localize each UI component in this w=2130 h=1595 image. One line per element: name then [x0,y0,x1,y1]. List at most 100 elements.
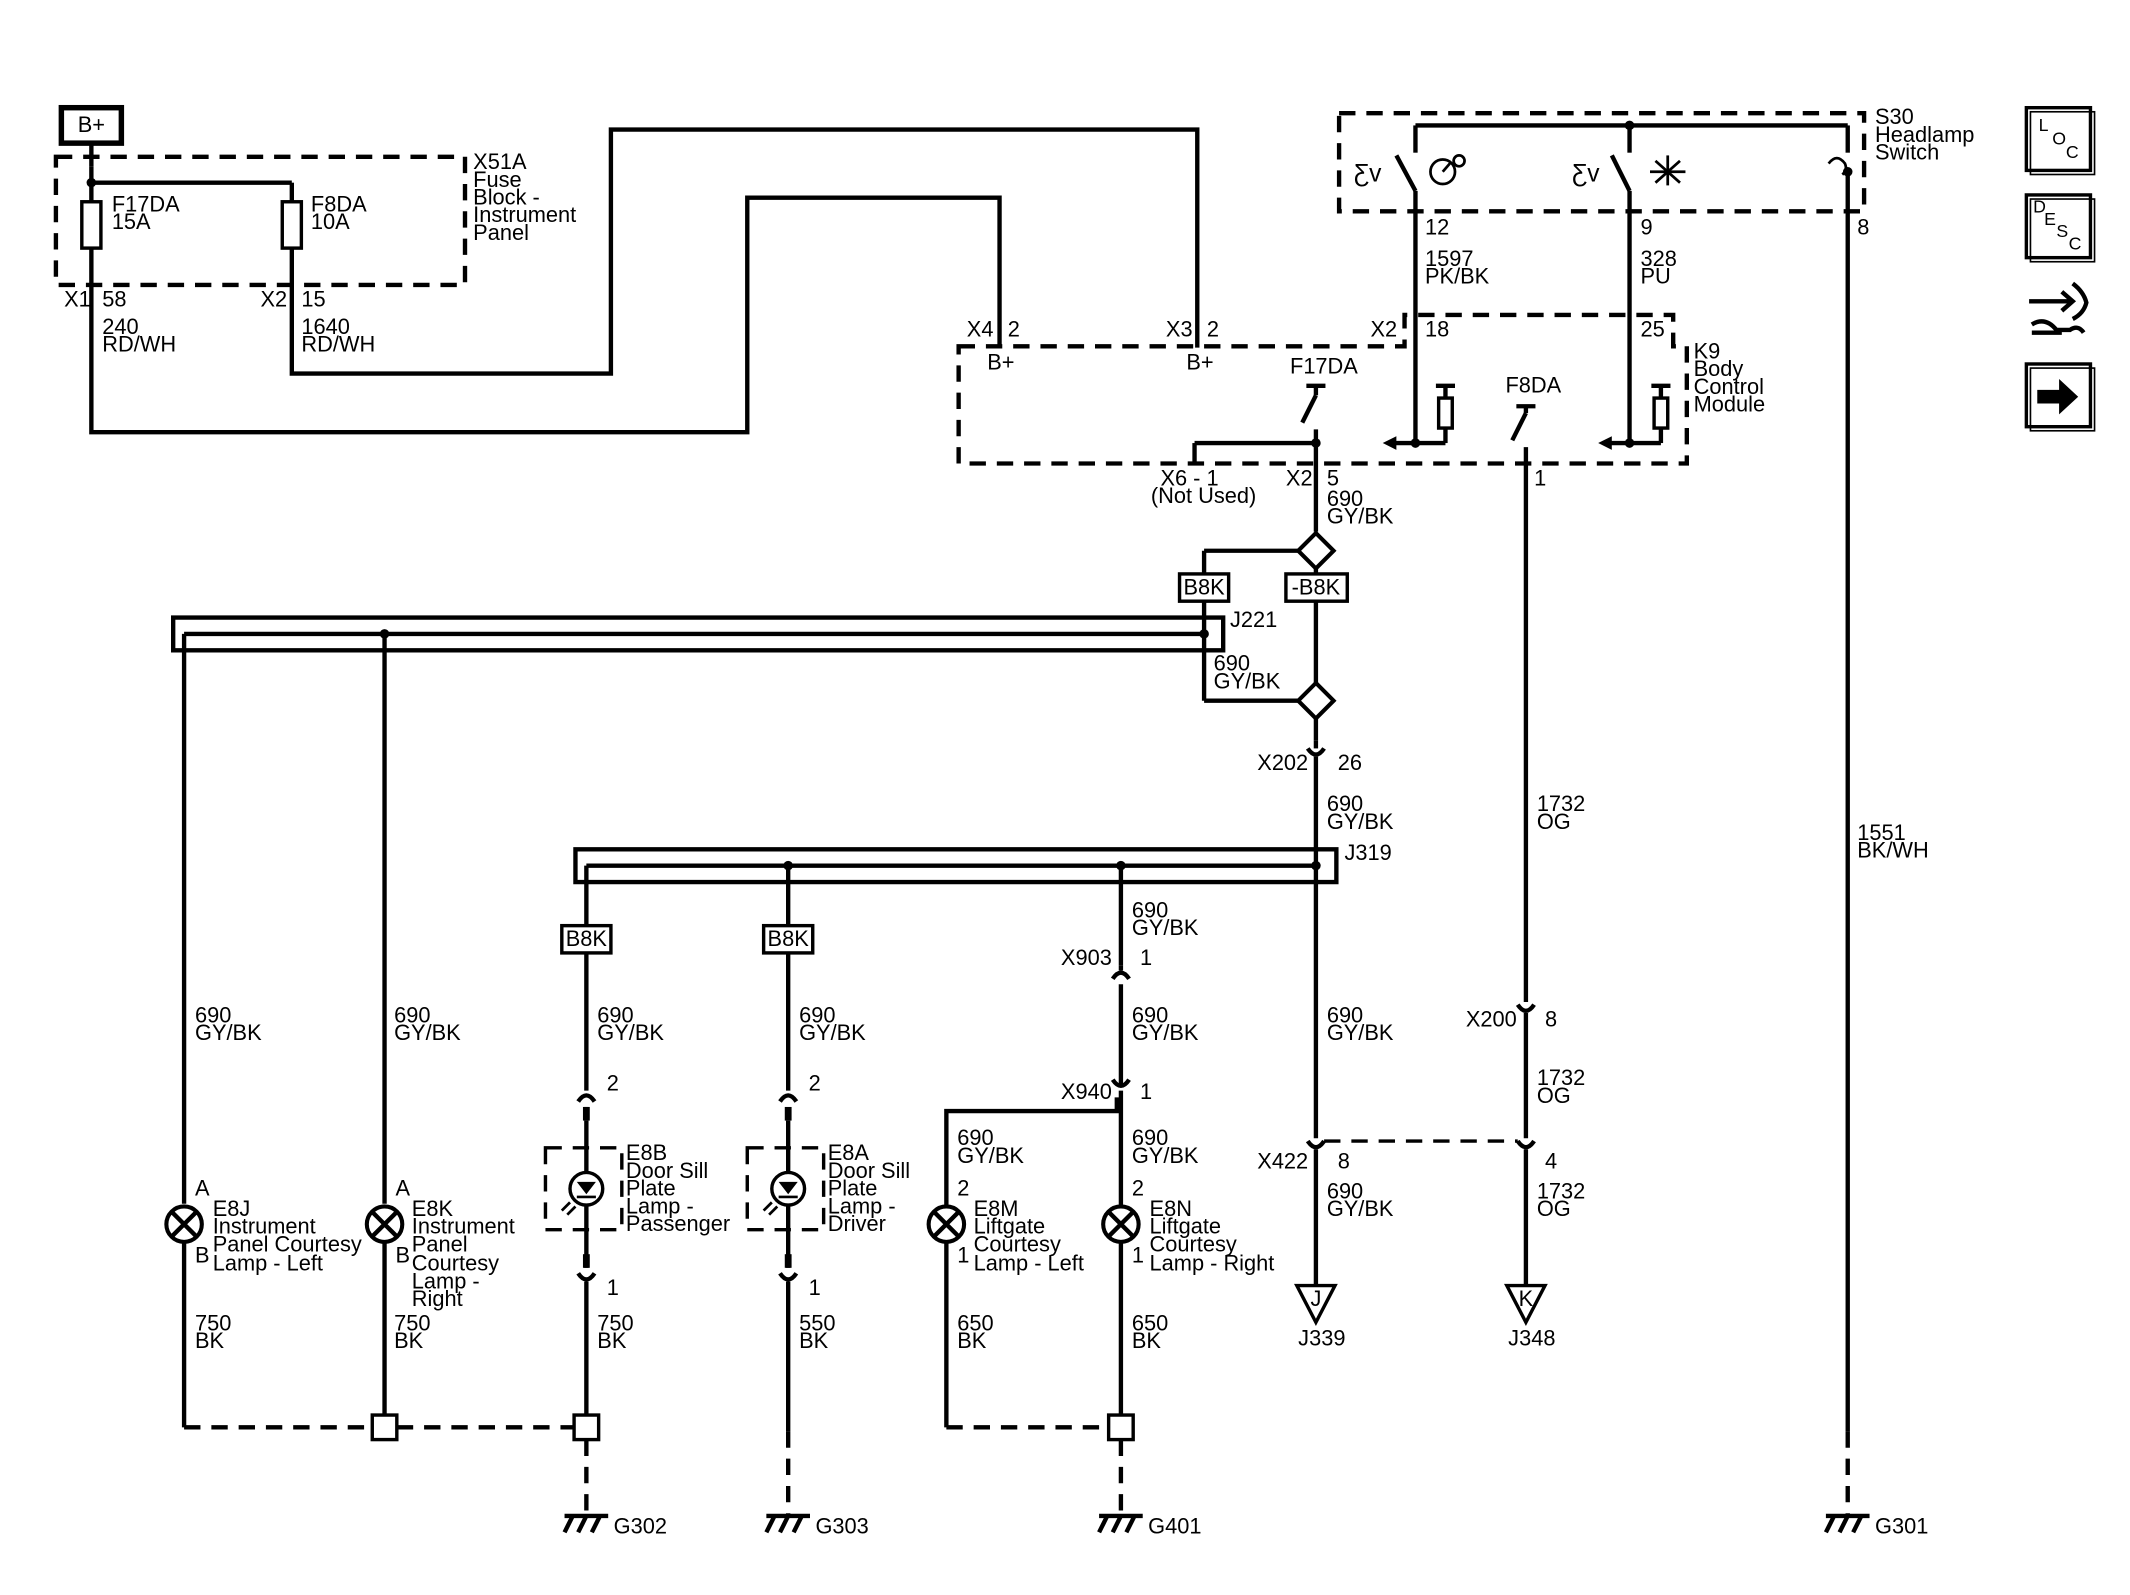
connector-x940: X940 1 [944,1078,1152,1206]
svg-text:B: B [195,1242,210,1267]
svg-text:GY/BK: GY/BK [957,1143,1024,1168]
ground-splices [184,1413,1850,1516]
wire-240-label: 240 [102,314,138,339]
wire-240 [89,195,1002,435]
svg-text:BK: BK [1132,1328,1162,1353]
svg-text:X2: X2 [260,287,287,312]
svg-text:O: O [2052,129,2066,149]
svg-text:Door Sill: Door Sill [626,1158,708,1183]
svg-text:BK/WH: BK/WH [1857,837,1928,862]
battery-label: B+ [78,112,105,137]
svg-text:OG: OG [1537,809,1571,834]
svg-text:E8B: E8B [626,1140,667,1165]
panel-dimmer-icon [1429,154,1466,186]
svg-text:1: 1 [1132,1242,1144,1267]
svg-text:15A: 15A [112,209,151,234]
svg-text:G303: G303 [815,1514,868,1539]
offpage-connector-k: K J348 [1504,1283,1555,1351]
svg-text:Switch: Switch [1875,140,1939,165]
svg-text:550: 550 [799,1311,835,1336]
svg-text:E8J: E8J [213,1196,251,1221]
nav-loc-button[interactable]: L O C [2024,105,2096,176]
svg-text:8: 8 [1857,214,1869,239]
svg-text:OG: OG [1537,1196,1571,1221]
ground-g303: G303 [764,1514,869,1539]
svg-text:B: B [395,1242,410,1267]
svg-text:E8M: E8M [974,1196,1019,1221]
svg-text:690: 690 [1327,1002,1363,1027]
svg-text:9: 9 [1640,214,1652,239]
svg-text:GY/BK: GY/BK [1327,503,1394,528]
svg-text:OG: OG [1537,1083,1571,1108]
svg-text:750: 750 [195,1311,231,1336]
fuse-block-x51a: F17DA 15A F8DA 10A X51A Fuse Block - Ins… [53,149,576,312]
svg-text:4: 4 [1545,1148,1557,1173]
svg-text:BK: BK [957,1328,987,1353]
nav-next-button[interactable] [2024,362,2096,432]
svg-text:B8K: B8K [566,926,608,951]
option-not-b8k-label: -B8K [1292,574,1341,599]
svg-text:J221: J221 [1230,607,1277,632]
svg-text:(Not Used): (Not Used) [1151,483,1256,508]
bcm-name: K9 [1694,339,1721,364]
svg-text:690: 690 [195,1002,231,1027]
svg-text:X202: X202 [1257,750,1308,775]
svg-text:X3: X3 [1166,317,1193,342]
arrow-right-icon [2037,378,2079,415]
svg-text:1: 1 [809,1275,821,1300]
svg-text:690: 690 [1327,791,1363,816]
svg-text:650: 650 [957,1311,993,1336]
svg-text:690: 690 [1214,651,1250,676]
svg-text:BK: BK [195,1328,225,1353]
svg-text:Lamp - Left: Lamp - Left [213,1251,323,1276]
svg-text:Lamp -: Lamp - [626,1193,694,1218]
svg-text:Instrument: Instrument [213,1214,316,1239]
svg-text:1: 1 [1140,945,1152,970]
svg-text:RD/WH: RD/WH [102,332,176,357]
svg-text:A: A [395,1176,410,1201]
svg-text:Lamp -: Lamp - [412,1268,480,1293]
svg-text:BK: BK [394,1328,424,1353]
svg-text:GY/BK: GY/BK [1214,668,1281,693]
offpage-connector-j: J J339 [1294,1283,1345,1351]
svg-text:PU: PU [1640,264,1670,289]
svg-text:X1: X1 [64,287,91,312]
svg-text:328: 328 [1640,246,1676,271]
svg-text:Fuse: Fuse [473,167,521,192]
lamp-e8k: A B E8K Instrument Panel Courtesy Lamp -… [364,1176,515,1416]
fuse-f8da-icon [280,200,304,250]
connector-x422: X422 8 4 [1257,1139,1557,1286]
svg-text:5: 5 [1327,465,1339,490]
svg-text:650: 650 [1132,1311,1168,1336]
svg-text:690: 690 [957,1125,993,1150]
svg-text:2: 2 [607,1071,619,1096]
svg-text:Instrument: Instrument [473,202,576,227]
svg-text:Plate: Plate [828,1176,878,1201]
svg-text:Block -: Block - [473,184,540,209]
splice-j221: J221 [171,607,1277,1204]
svg-text:2: 2 [809,1071,821,1096]
courtesy-override-icon [1649,155,1686,186]
lamp-e8n: 2 1 E8N Liftgate Courtesy Lamp - Right [1101,1176,1274,1416]
svg-text:F8DA: F8DA [1505,373,1561,398]
svg-text:GY/BK: GY/BK [799,1020,866,1045]
nav-connector-repair-icon[interactable] [2029,281,2089,335]
svg-text:F17DA: F17DA [1290,354,1358,379]
svg-text:GY/BK: GY/BK [1327,809,1394,834]
svg-text:X6 - 1: X6 - 1 [1160,465,1218,490]
svg-text:2: 2 [957,1176,969,1201]
svg-text:C: C [2066,142,2079,162]
svg-text:1597: 1597 [1425,246,1474,271]
wire-1640-label: 1640 [301,314,350,339]
connector-x202: X202 26 [1257,740,1362,1139]
svg-text:1: 1 [607,1275,619,1300]
nav-desc-button[interactable]: D E S C [2024,193,2096,263]
svg-text:X940: X940 [1061,1079,1112,1104]
svg-text:10A: 10A [311,209,350,234]
svg-text:BK: BK [799,1328,829,1353]
splice-j319: J319 [573,840,1392,966]
svg-text:E8N: E8N [1150,1196,1192,1221]
lamp-e8j: A B E8J Instrument Panel Courtesy Lamp -… [164,1176,362,1428]
svg-text:C: C [2069,233,2082,253]
